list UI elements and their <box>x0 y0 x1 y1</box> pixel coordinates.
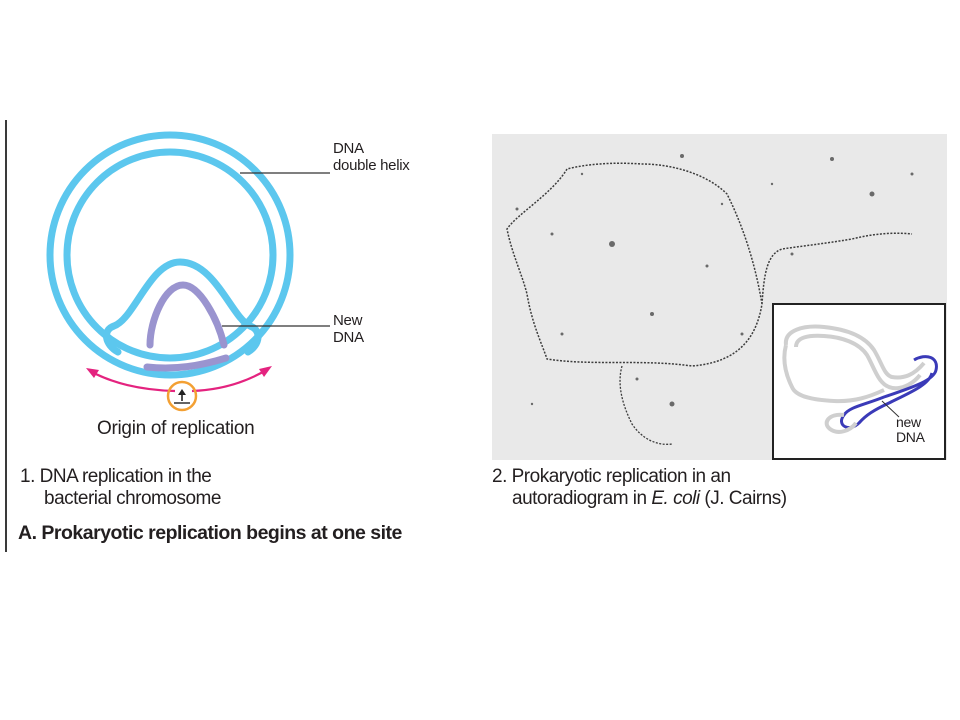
label-new: New <box>333 312 363 329</box>
caption-panel2-text-b: (J. Cairns) <box>699 488 787 509</box>
new-strand-upper <box>146 281 228 349</box>
helix-outer-ring <box>46 131 294 379</box>
left-divider <box>5 120 7 552</box>
inset-old-dna-lower <box>824 412 858 434</box>
inset-tracing: new DNA <box>772 303 946 460</box>
inset-label-new: new <box>896 414 921 430</box>
photo-speckles <box>515 154 914 407</box>
helix-inner-ring <box>63 148 277 362</box>
new-strand-lower <box>143 354 230 372</box>
right-arrowhead <box>259 366 272 377</box>
left-arrowhead <box>86 368 99 378</box>
autoradiogram-image <box>506 154 914 445</box>
inset-pointer-line <box>881 400 900 418</box>
caption-panel1-line2: bacterial chromosome <box>44 488 221 509</box>
photo-dna-loop <box>506 162 913 367</box>
origin-marker-circle <box>166 380 198 412</box>
caption-panel2-text-a: autoradiogram in <box>512 488 652 509</box>
label-double-helix: double helix <box>333 157 410 174</box>
origin-arrowhead <box>178 389 186 395</box>
label-dna-line1: DNA <box>333 140 364 157</box>
caption-panel1-line1: 1. DNA replication in the <box>20 466 212 487</box>
bubble-parental-strand <box>103 258 262 356</box>
left-replication-arrow <box>89 370 176 393</box>
inset-drawing <box>782 324 938 434</box>
figure-title: A. Prokaryotic replication begins at one… <box>18 522 402 544</box>
inset-old-dna-inner <box>794 333 922 391</box>
caption-panel2-line2: autoradiogram in E. coli (J. Cairns) <box>512 488 787 510</box>
inset-old-dna <box>782 324 926 404</box>
caption-panel2-line1: 2. Prokaryotic replication in an <box>492 466 731 487</box>
inset-label-dna: DNA <box>896 429 925 445</box>
photo-dna-tail <box>619 365 673 445</box>
label-new-dna: DNA <box>333 329 364 346</box>
caption-panel2-ecoli: E. coli <box>651 488 700 509</box>
label-origin-of-replication: Origin of replication <box>97 418 255 439</box>
